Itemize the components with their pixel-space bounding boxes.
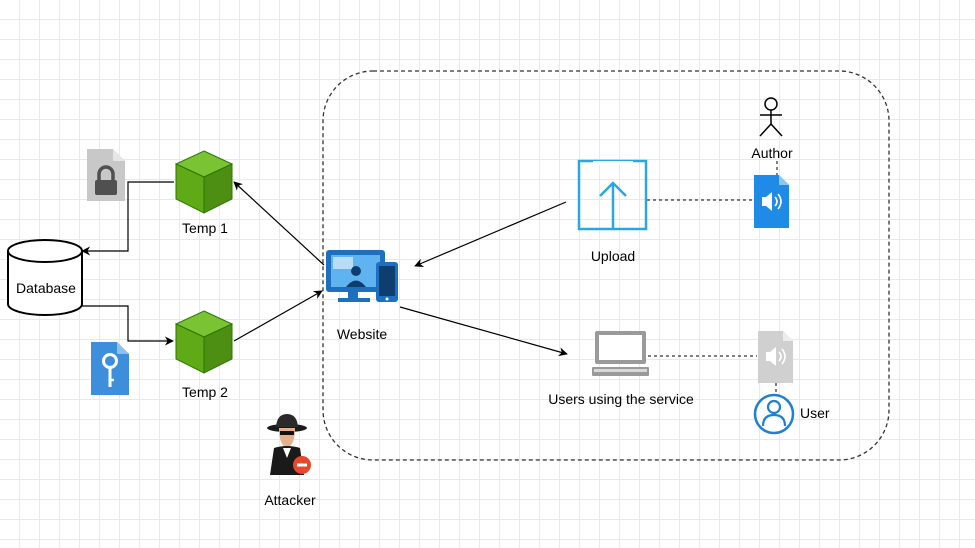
audio-file-icon [758, 331, 793, 383]
attacker-label: Attacker [264, 492, 316, 508]
edge-website-users [399, 306, 568, 357]
users-service-label: Users using the service [548, 391, 694, 407]
user-node[interactable]: User [753, 393, 830, 435]
edge-upload-website [414, 201, 567, 267]
cube-icon [174, 150, 234, 214]
users-service-node[interactable]: Users using the service [548, 331, 694, 407]
spy-icon [267, 414, 307, 475]
laptop-icon [592, 331, 649, 376]
user-label: User [800, 405, 830, 421]
stop-icon [293, 456, 311, 474]
temp2-node[interactable]: Temp 2 [174, 310, 234, 400]
upload-icon [577, 159, 648, 231]
website-boundary [322, 70, 890, 461]
cube-icon [174, 310, 234, 374]
user-circle-icon [753, 393, 795, 435]
edge-temp1-database [81, 181, 174, 256]
actor-icon [759, 97, 783, 137]
devices-icon [326, 250, 398, 302]
author-label: Author [751, 145, 793, 161]
key-file-icon [91, 342, 129, 395]
upload-label: Upload [591, 248, 635, 264]
audio-file-icon [754, 175, 789, 228]
temp2-label: Temp 2 [182, 384, 228, 400]
edge-temp2-website [233, 290, 323, 342]
edge-website-temp1 [233, 181, 325, 266]
database-node[interactable]: Database [7, 239, 83, 316]
lock-file-icon [87, 149, 125, 201]
author-node[interactable]: Author [751, 97, 793, 161]
edge-database-temp2 [82, 305, 174, 346]
upload-node[interactable]: Upload [577, 159, 648, 264]
database-label: Database [16, 280, 76, 296]
website-label: Website [337, 326, 388, 342]
attacker-node[interactable]: Attacker [264, 414, 316, 508]
temp1-label: Temp 1 [182, 220, 228, 236]
temp1-node[interactable]: Temp 1 [174, 150, 234, 236]
website-node[interactable]: Website [326, 250, 398, 342]
